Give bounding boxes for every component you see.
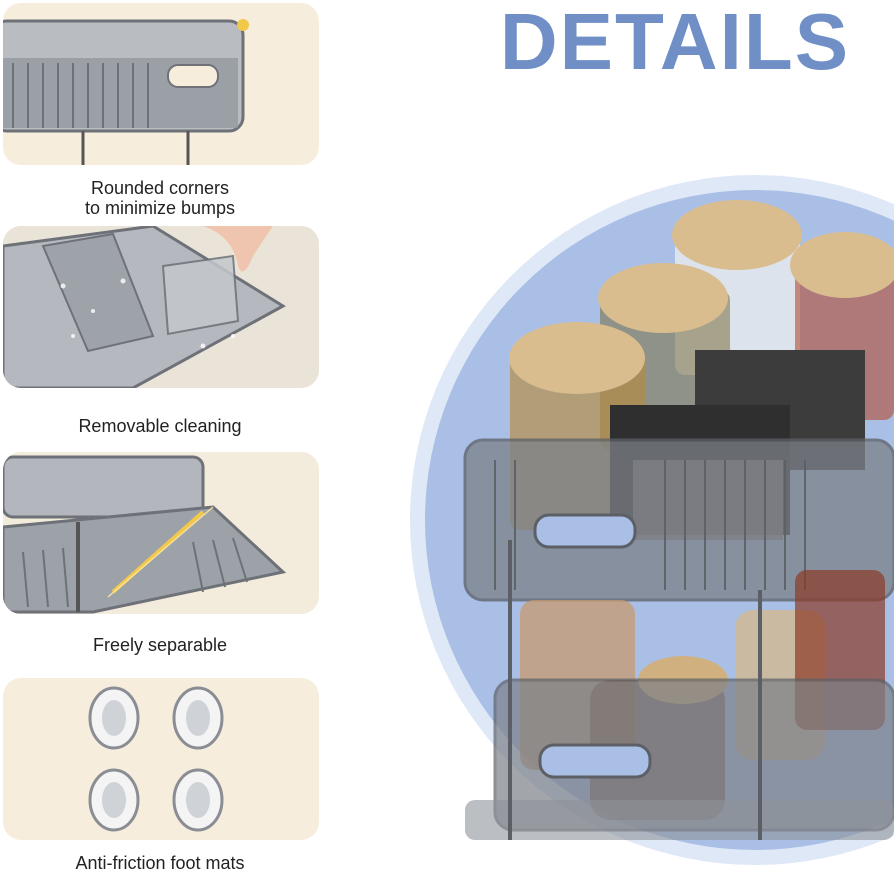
rounded-corner-icon [3,19,249,165]
foot-mat-icon [88,686,224,832]
caption-anti-friction-foot-mats: Anti-friction foot mats [75,853,245,873]
spice-organizer-illustration [410,175,894,865]
organizer-product-image [405,160,894,873]
feature-panel-foot-mats [3,678,319,840]
caption-freely-separable: Freely separable [92,635,228,655]
page-title: DETAILS [499,0,851,86]
divider-removal-icon [3,226,319,388]
separate-tiers-icon [3,452,319,614]
feature-panel-removable-cleaning [3,226,319,388]
caption-removable-cleaning: Removable cleaning [78,416,242,436]
feature-panel-rounded-corners [3,3,319,165]
caption-rounded-corners: Rounded corners to minimize bumps [84,178,236,218]
feature-panel-freely-separable [3,452,319,614]
